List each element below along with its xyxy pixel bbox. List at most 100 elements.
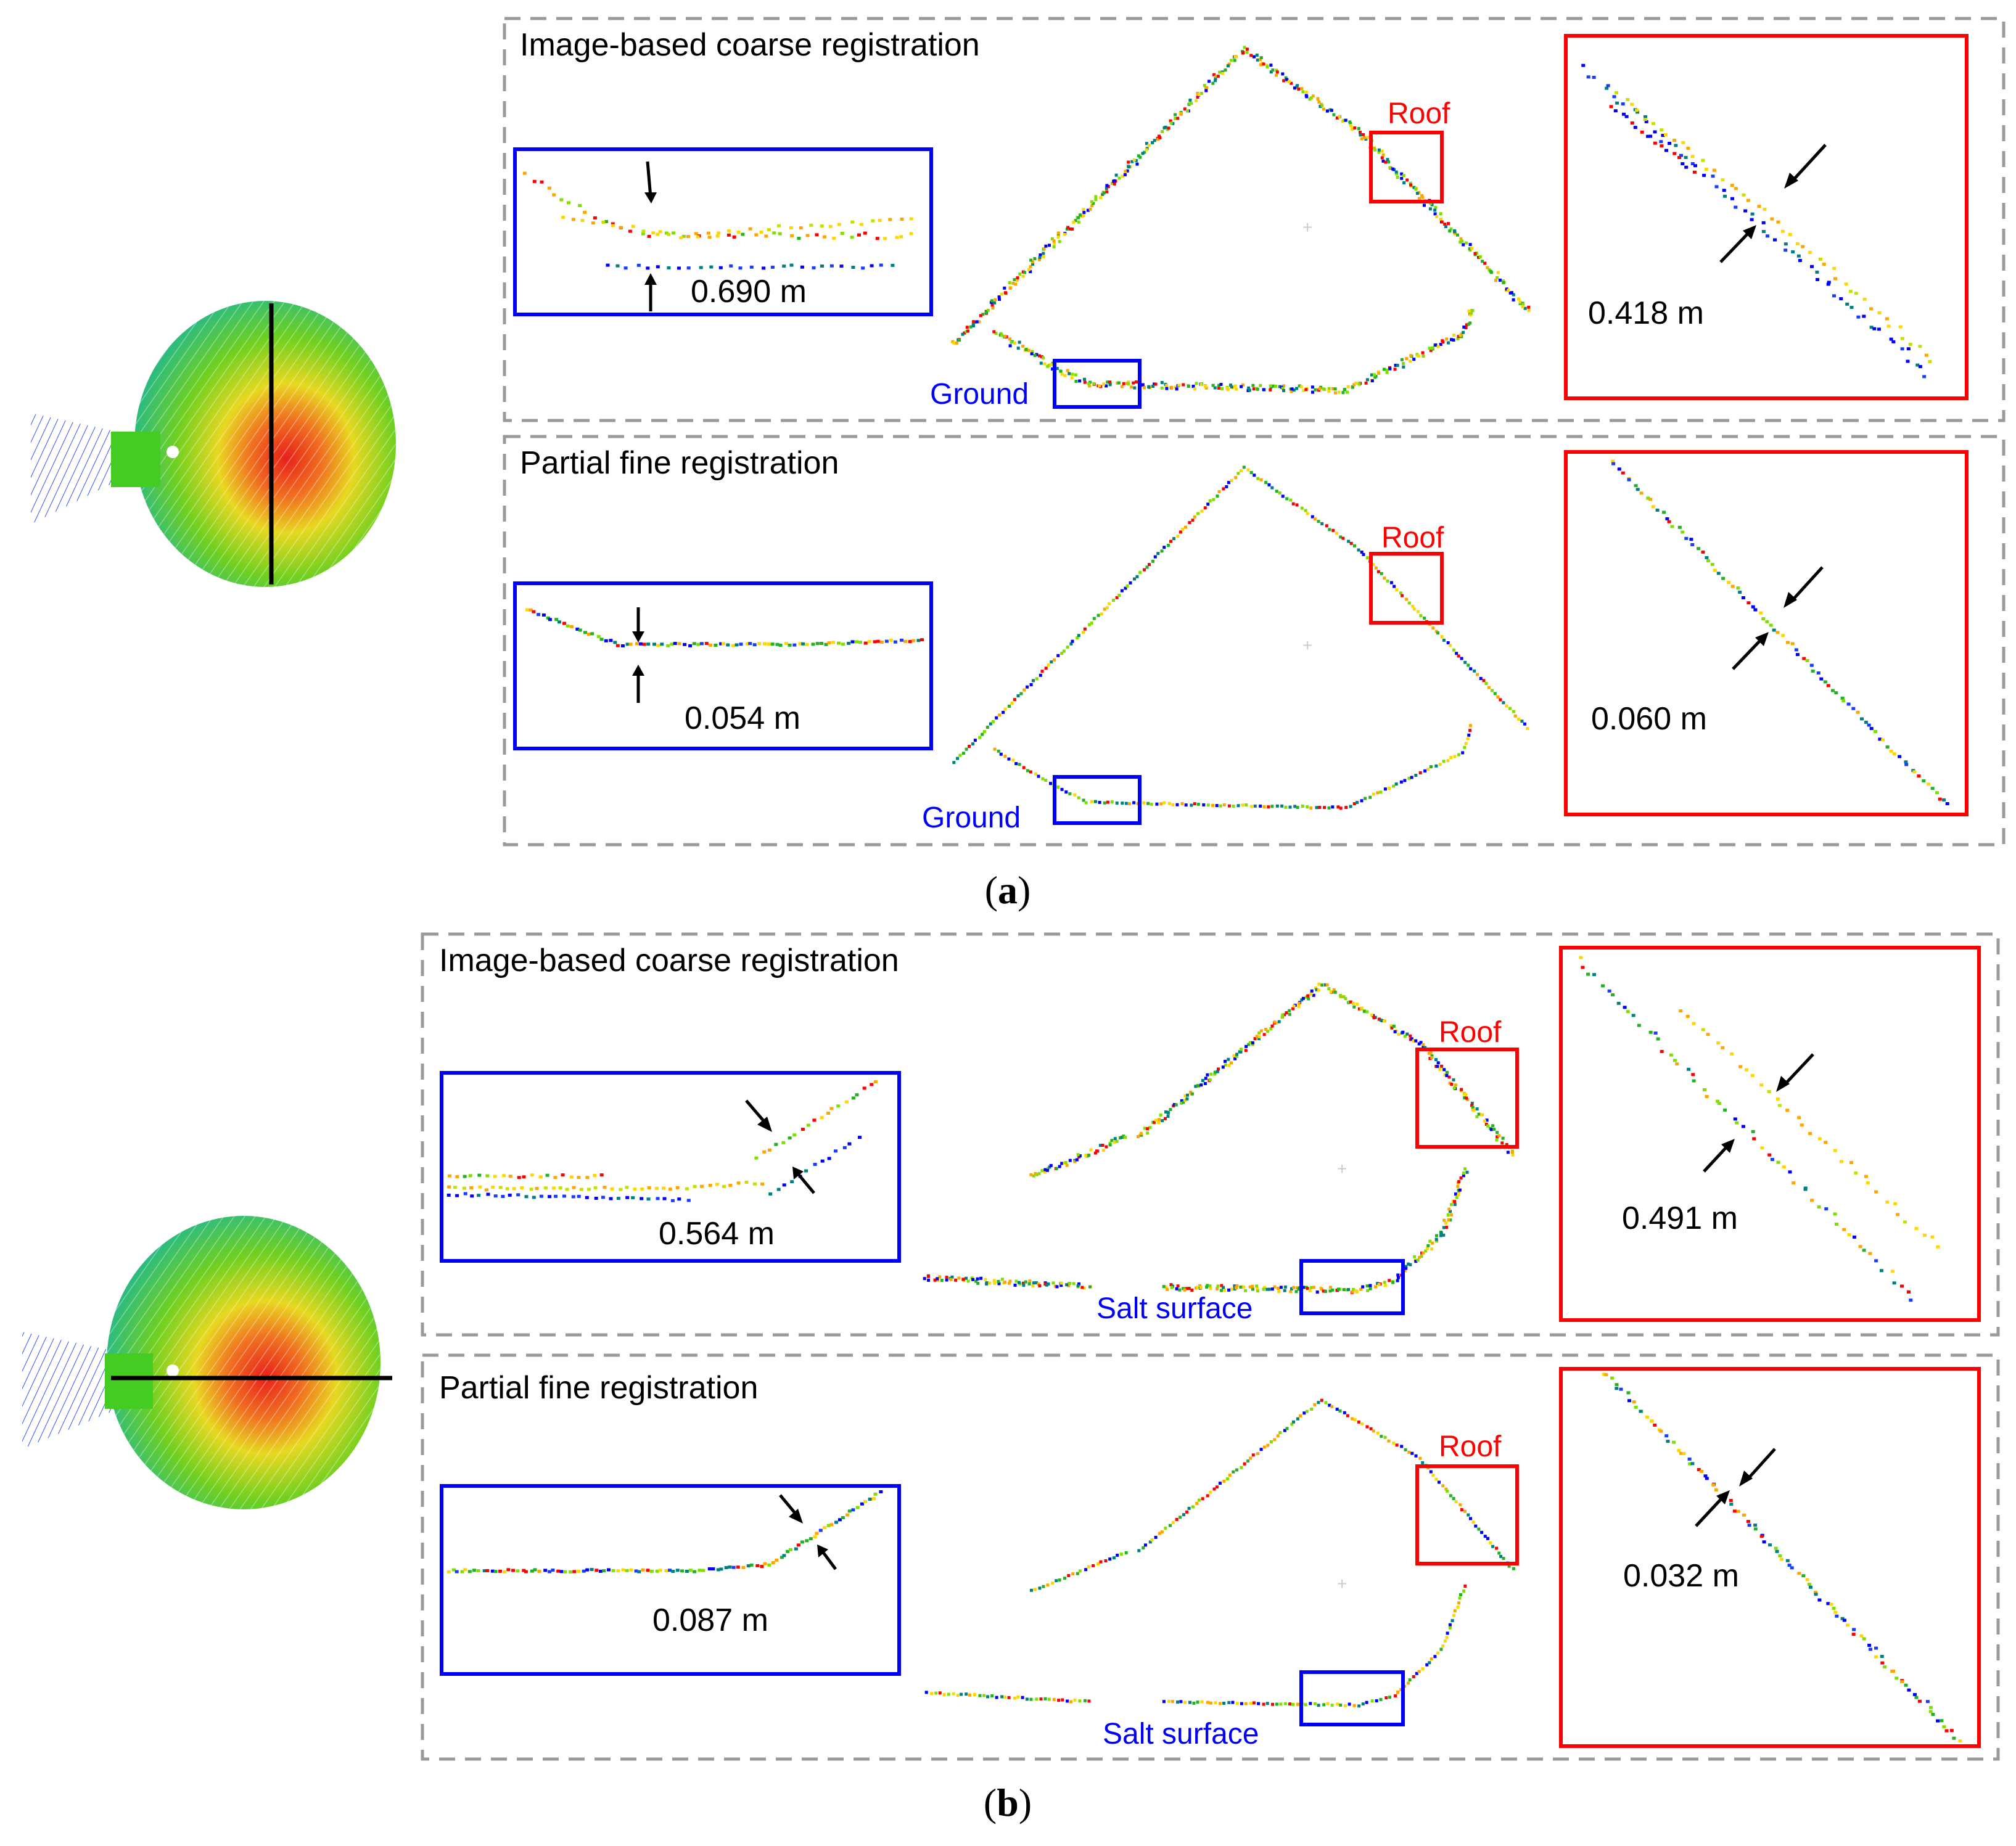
point	[1579, 956, 1583, 959]
point	[1667, 520, 1671, 523]
point	[1380, 149, 1384, 153]
point	[1409, 1263, 1412, 1266]
point	[1348, 120, 1352, 124]
point	[1430, 1056, 1434, 1059]
point	[1244, 1049, 1248, 1052]
point	[1076, 1284, 1080, 1287]
point	[1249, 1702, 1253, 1705]
point	[599, 1173, 604, 1177]
point	[985, 726, 989, 729]
point	[728, 1565, 732, 1569]
point	[1483, 1119, 1486, 1123]
point	[1776, 220, 1780, 224]
point	[879, 263, 883, 267]
point	[763, 642, 767, 646]
point	[1418, 1255, 1421, 1259]
point	[1372, 1429, 1375, 1433]
point	[1262, 1445, 1266, 1449]
point	[1256, 1289, 1259, 1293]
point	[1193, 387, 1196, 391]
point	[675, 1569, 680, 1572]
point	[1449, 1210, 1452, 1213]
point	[1084, 1568, 1088, 1572]
point	[1469, 313, 1473, 317]
point	[1716, 572, 1721, 575]
point	[628, 642, 633, 646]
point	[1232, 1054, 1236, 1057]
point	[1252, 1701, 1256, 1705]
point	[1195, 99, 1198, 102]
point	[981, 732, 984, 736]
point	[1052, 239, 1056, 243]
point	[965, 747, 968, 751]
point	[1928, 1710, 1933, 1713]
point	[1044, 244, 1048, 248]
point	[1416, 1258, 1420, 1262]
point	[1352, 1287, 1355, 1291]
point	[1342, 995, 1346, 999]
ground-box	[1299, 1259, 1405, 1315]
point	[1078, 379, 1082, 383]
point	[1087, 1699, 1091, 1703]
point	[1814, 1593, 1818, 1596]
point	[916, 639, 921, 642]
point	[1108, 383, 1112, 387]
point	[1374, 566, 1378, 570]
point	[1463, 1509, 1467, 1513]
point	[1420, 194, 1424, 197]
point	[1370, 1699, 1374, 1703]
point	[1520, 720, 1524, 723]
point	[1456, 1606, 1460, 1609]
point	[1874, 1259, 1878, 1263]
point	[491, 1185, 495, 1189]
point	[775, 642, 780, 646]
point	[1328, 1286, 1332, 1289]
point	[677, 642, 681, 646]
point	[1832, 1606, 1836, 1610]
arrow-up-right	[1732, 632, 1769, 670]
point	[1354, 382, 1358, 385]
point	[1034, 1171, 1037, 1175]
point	[1483, 261, 1487, 265]
point	[1431, 626, 1435, 630]
point	[1247, 1043, 1251, 1046]
point	[1327, 987, 1331, 990]
point	[693, 1184, 697, 1188]
ground-box	[1053, 359, 1142, 409]
point	[1401, 1030, 1405, 1034]
point	[1627, 1399, 1631, 1403]
point	[812, 266, 816, 269]
point	[1689, 538, 1693, 541]
point	[1225, 485, 1228, 488]
point	[834, 1149, 837, 1153]
point	[1376, 1282, 1380, 1286]
point	[1383, 1281, 1386, 1284]
point	[1760, 1146, 1764, 1150]
point	[1465, 1170, 1469, 1174]
point	[1612, 95, 1616, 99]
point	[847, 1142, 852, 1146]
point	[1243, 46, 1246, 49]
point	[1202, 803, 1206, 806]
point	[855, 1506, 860, 1509]
point	[1478, 255, 1482, 258]
point	[1448, 1081, 1452, 1085]
point	[1090, 200, 1093, 203]
point	[971, 742, 974, 745]
point	[820, 1116, 824, 1120]
point	[1374, 1285, 1377, 1289]
point	[642, 642, 646, 646]
point	[583, 631, 587, 634]
point	[1295, 387, 1298, 390]
point	[1037, 774, 1040, 778]
point	[1320, 104, 1324, 107]
point	[1491, 689, 1494, 692]
point	[1205, 86, 1209, 89]
point	[1892, 1281, 1896, 1285]
point	[1115, 596, 1119, 599]
point	[786, 1549, 790, 1553]
point	[1373, 146, 1376, 150]
point	[1471, 1520, 1475, 1524]
point	[1677, 1449, 1681, 1452]
point	[1270, 1287, 1274, 1291]
